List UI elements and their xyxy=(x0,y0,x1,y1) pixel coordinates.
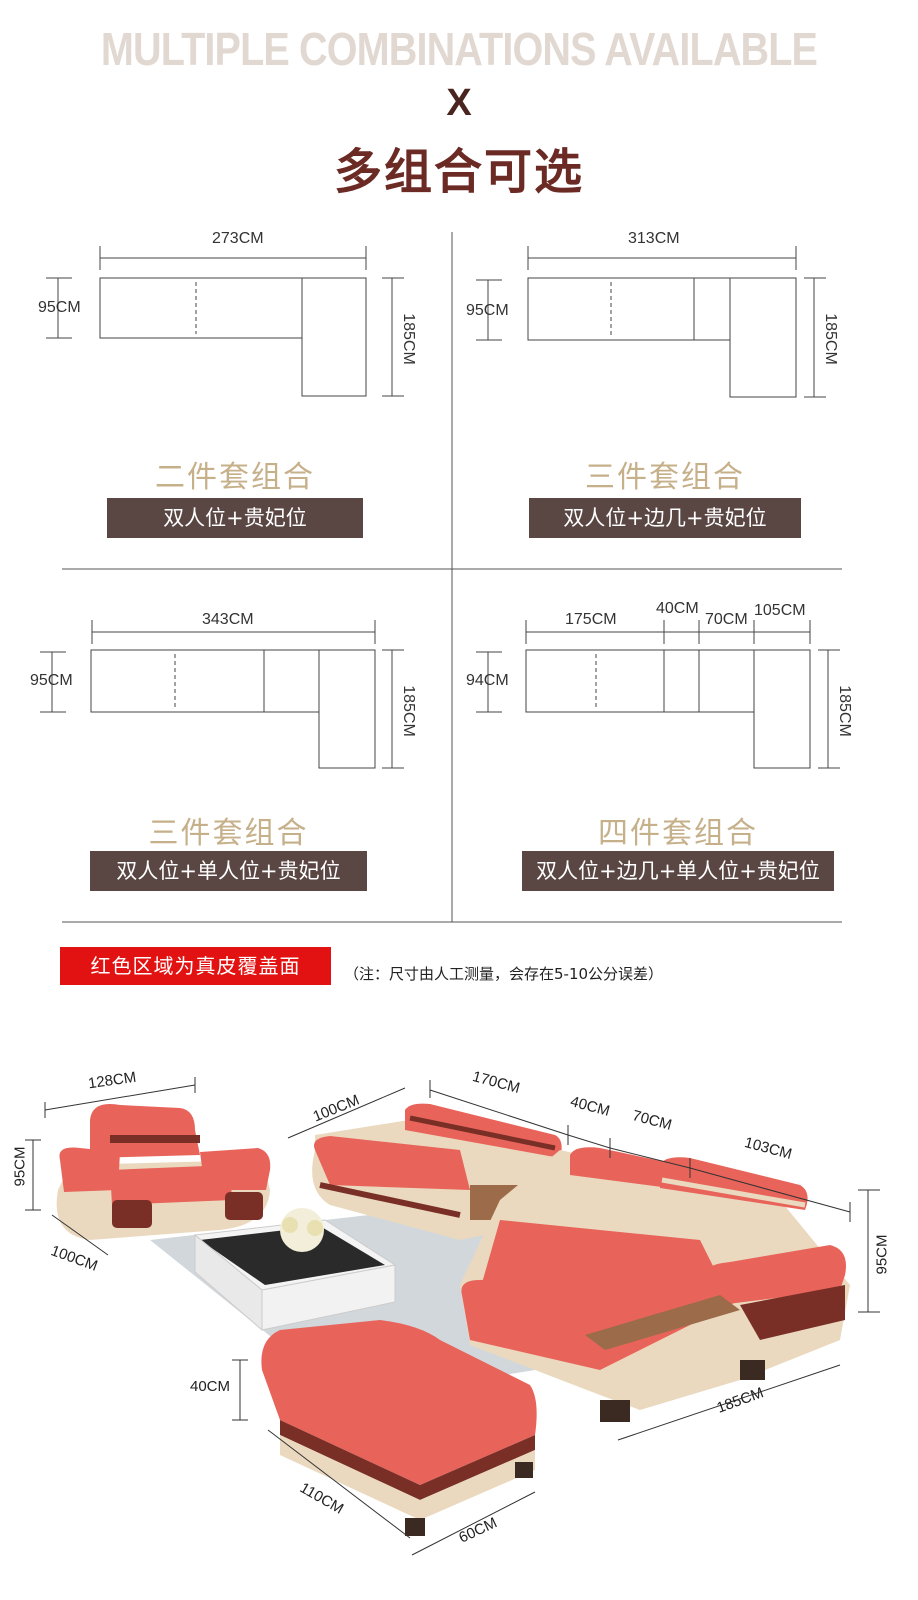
combo-2-depth-dim: 95CM xyxy=(466,302,509,319)
combo-1-width-dim: 273CM xyxy=(212,230,264,247)
combo-2-label: 双人位+边几+贵妃位 xyxy=(529,498,801,538)
combo-3-title: 三件套组合 xyxy=(148,816,309,851)
combo-4-seg3-dim: 70CM xyxy=(705,611,748,628)
measurement-note: （注：尺寸由人工测量，会存在5-10公分误差） xyxy=(344,965,664,983)
grid-lines xyxy=(62,232,842,923)
combo-3-depth-dim: 95CM xyxy=(30,672,73,689)
combo-4-title: 四件套组合 xyxy=(598,816,758,851)
combo-4-diagram xyxy=(476,620,840,769)
combo-4-seg2-dim: 40CM xyxy=(656,600,699,617)
combo-1-label: 双人位+贵妃位 xyxy=(107,498,363,538)
combo-1-depth-dim: 95CM xyxy=(38,299,81,316)
combo-3-diagram xyxy=(40,620,404,769)
combo-4-depth-dim: 94CM xyxy=(466,672,509,689)
combo-4-seg1-dim: 175CM xyxy=(565,611,617,628)
header-title-cn: 多组合可选 xyxy=(333,144,584,200)
combo-2-title: 三件套组合 xyxy=(585,460,745,495)
combo-2-diagram xyxy=(476,246,826,398)
coffee-table xyxy=(193,1208,397,1332)
header-separator: X xyxy=(446,82,472,124)
right-height-dim: 95CM xyxy=(873,1234,891,1275)
combo-1-diagram xyxy=(46,246,404,397)
combo-1-title: 二件套组合 xyxy=(155,460,315,495)
combo-3-label: 双人位+单人位+贵妃位 xyxy=(90,851,367,891)
combo-3-width-dim: 343CM xyxy=(202,611,254,628)
armchair xyxy=(56,1104,271,1240)
combo-4-seg4-dim: 105CM xyxy=(754,602,806,619)
header-title-en: MULTIPLE COMBINATIONS AVAILABLE xyxy=(100,23,818,75)
combo-4-length-dim: 185CM xyxy=(835,685,853,737)
combo-2-width-dim: 313CM xyxy=(628,230,680,247)
chaise-sofa xyxy=(460,1147,850,1422)
ottoman-height-dim: 40CM xyxy=(190,1378,231,1395)
ottoman xyxy=(261,1320,537,1536)
leather-area-badge: 红色区域为真皮覆盖面 xyxy=(60,947,331,985)
sofa-photo xyxy=(25,1077,880,1556)
armchair-height-dim: 95CM xyxy=(11,1146,29,1187)
combo-4-label: 双人位+边几+单人位+贵妃位 xyxy=(522,851,834,891)
